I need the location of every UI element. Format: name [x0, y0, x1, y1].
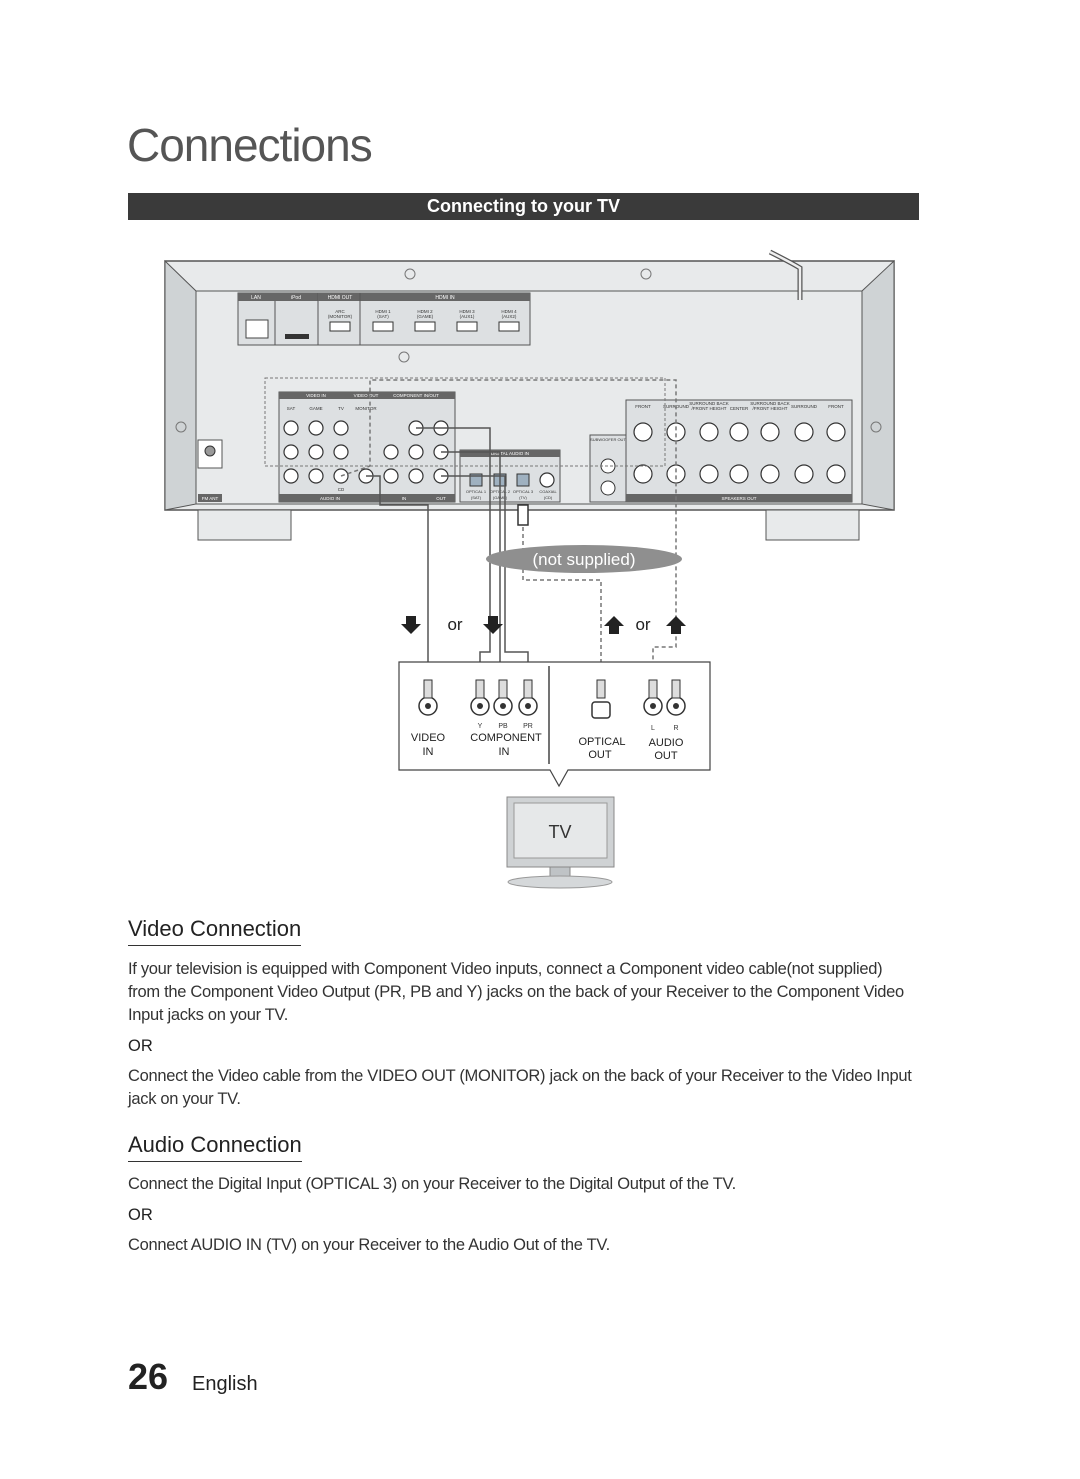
video-connection-heading: Video Connection: [128, 916, 302, 946]
page-title: Connections: [127, 119, 373, 171]
label-hdmi1-sub: (SAT): [377, 314, 389, 319]
page-language: English: [192, 1373, 258, 1395]
label-fm-ant: FM ANT: [202, 496, 219, 501]
label-opt-cd: (CD): [544, 495, 553, 500]
label-surround-right: SURROUND: [791, 404, 818, 409]
label-tv-jack: TV: [338, 406, 344, 411]
label-tv-audio: AUDIO: [649, 737, 684, 749]
label-tv-optical: OPTICAL: [578, 736, 625, 748]
label-hdmi4-sub: (AUX2): [502, 314, 517, 319]
label-r: R: [673, 725, 678, 732]
video-connection-para1: If your television is equipped with Comp…: [128, 960, 904, 1024]
label-tv-optical-out: OUT: [588, 749, 612, 761]
label-front-height-right: /FRONT HEIGHT: [753, 406, 788, 411]
label-speakers-out: SPEAKERS OUT: [721, 496, 756, 501]
label-center: CENTER: [730, 406, 749, 411]
tv-set: [506, 796, 615, 889]
label-lan: LAN: [251, 295, 261, 301]
label-in: IN: [402, 496, 407, 501]
label-optical1: OPTICAL 1: [466, 489, 487, 494]
tv-jack-panel: Y PB PR L R VIDEO IN COMPONENT IN OPTICA…: [398, 661, 711, 788]
label-tv-component: COMPONENT: [470, 732, 542, 744]
label-monitor: (MONITOR): [328, 314, 353, 319]
or-right: or: [635, 615, 650, 634]
label-hdmi2-sub: (GAME): [417, 314, 434, 319]
label-hdmi4: HDMI 4: [501, 309, 517, 314]
label-digital-audio-in: DIGITAL AUDIO IN: [491, 451, 529, 456]
label-cd: CD: [338, 487, 345, 492]
label-hdmi3: HDMI 3: [459, 309, 475, 314]
label-sat: SAT: [287, 406, 296, 411]
label-component-inout: COMPONENT IN/OUT: [393, 393, 439, 398]
or-left: or: [447, 615, 462, 634]
label-l: L: [651, 725, 655, 732]
receiver-rear-panel: LAN iPod HDMI OUT HDMI IN ARC (MONITOR) …: [164, 249, 895, 541]
label-surround-back-right: SURROUND BACK: [750, 401, 790, 406]
label-video-out: VIDEO OUT: [354, 393, 379, 398]
label-opt-tv: (TV): [519, 495, 527, 500]
video-or: OR: [128, 1037, 153, 1055]
label-audio-in: AUDIO IN: [320, 496, 340, 501]
video-connection-para2: Connect the Video cable from the VIDEO O…: [128, 1067, 912, 1108]
not-supplied-label: (not supplied): [532, 550, 635, 569]
label-hdmi3-sub: (AUX1): [460, 314, 475, 319]
audio-connection-heading: Audio Connection: [128, 1132, 302, 1162]
label-tv-audio-out: OUT: [654, 750, 678, 762]
section-header-bar: Connecting to your TV: [128, 193, 919, 220]
label-tv-component-in: IN: [499, 746, 510, 758]
label-hdmi2: HDMI 2: [417, 309, 433, 314]
label-front-right: FRONT: [828, 404, 844, 409]
arrows: [401, 616, 686, 634]
label-tv-video-in: IN: [423, 746, 434, 758]
label-hdmi-out: HDMI OUT: [328, 295, 353, 301]
label-pr: PR: [523, 723, 533, 730]
label-surround-back-left: SURROUND BACK: [689, 401, 729, 406]
not-supplied-badge: [486, 545, 682, 573]
label-optical3: OPTICAL 3: [513, 489, 534, 494]
page-number: 26: [128, 1356, 169, 1397]
label-video-in: VIDEO IN: [306, 393, 326, 398]
connection-diagram: LAN iPod HDMI OUT HDMI IN ARC (MONITOR) …: [164, 249, 895, 889]
audio-connection-para2: Connect AUDIO IN (TV) on your Receiver t…: [128, 1236, 610, 1254]
label-front-left: FRONT: [635, 404, 651, 409]
audio-connection-para1: Connect the Digital Input (OPTICAL 3) on…: [128, 1175, 736, 1193]
tv-label: TV: [548, 822, 571, 842]
label-front-height-left: /FRONT HEIGHT: [692, 406, 727, 411]
audio-or: OR: [128, 1206, 153, 1224]
label-game: GAME: [309, 406, 322, 411]
label-hdmi-in: HDMI IN: [435, 295, 455, 301]
label-ipod: iPod: [291, 295, 301, 301]
label-arc: ARC: [335, 309, 345, 314]
label-coaxial: COAXIAL: [539, 489, 557, 494]
label-y: Y: [478, 723, 483, 730]
label-opt-sat: (SAT): [471, 495, 482, 500]
label-subwoofer-out: SUBWOOFER OUT: [590, 437, 626, 442]
label-monitor-jack: MONITOR: [355, 406, 377, 411]
label-out: OUT: [436, 496, 446, 501]
label-hdmi1: HDMI 1: [375, 309, 391, 314]
label-tv-video: VIDEO: [411, 732, 446, 744]
label-pb: PB: [498, 723, 508, 730]
